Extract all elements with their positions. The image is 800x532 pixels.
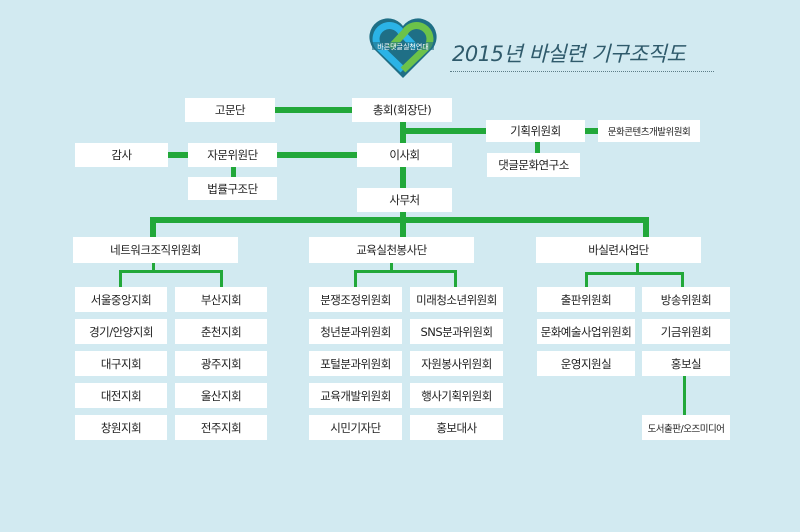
unit-box: 청년분과위원회 [309, 319, 402, 344]
connector [354, 270, 457, 273]
unit-box: 기금위원회 [642, 319, 730, 344]
unit-box: 경기/안양지회 [75, 319, 167, 344]
division-network: 네트워크조직위원회 [73, 237, 238, 263]
unit-box: 미래청소년위원회 [410, 287, 503, 312]
unit-box: 전주지회 [175, 415, 267, 440]
connector [406, 128, 486, 134]
connector [152, 263, 155, 272]
connector [454, 270, 457, 287]
unit-box: 방송위원회 [642, 287, 730, 312]
box-secretariat: 사무처 [357, 188, 452, 212]
unit-box: 대구지회 [75, 351, 167, 376]
unit-box-publishing: 도서출판/오즈미디어 [642, 415, 730, 440]
unit-box: 창원지회 [75, 415, 167, 440]
unit-box: 운영지원실 [537, 351, 635, 376]
connector [119, 270, 223, 273]
connector [683, 375, 686, 415]
unit-box: 광주지회 [175, 351, 267, 376]
box-general-assembly: 총회(회장단) [352, 98, 452, 122]
unit-box: 분쟁조정위원회 [309, 287, 402, 312]
unit-box: 자원봉사위원회 [410, 351, 503, 376]
unit-box: 울산지회 [175, 383, 267, 408]
connector [585, 128, 598, 134]
box-board: 이사회 [357, 143, 452, 167]
connector [275, 107, 353, 113]
connector [220, 270, 223, 287]
unit-box: 부산지회 [175, 287, 267, 312]
box-audit: 감사 [75, 143, 168, 167]
title-divider [450, 71, 714, 72]
box-advisors: 고문단 [185, 98, 275, 122]
connector [636, 263, 639, 273]
connector [119, 270, 122, 287]
connector [585, 272, 588, 287]
connector [354, 270, 357, 287]
unit-box: 대전지회 [75, 383, 167, 408]
unit-box: 홍보대사 [410, 415, 503, 440]
box-content-committee: 문화콘텐츠개발위원회 [598, 120, 700, 142]
unit-box: 출판위원회 [537, 287, 635, 312]
box-institute: 댓글문화연구소 [487, 153, 580, 177]
connector [400, 167, 406, 188]
connector [390, 263, 393, 272]
unit-box: 행사기획위원회 [410, 383, 503, 408]
unit-box: SNS분과위원회 [410, 319, 503, 344]
unit-box: 춘천지회 [175, 319, 267, 344]
connector [400, 122, 406, 144]
logo-heart-icon: 바른댓글실천연대 [369, 18, 437, 78]
unit-box: 교육개발위원회 [309, 383, 402, 408]
unit-box: 포털분과위원회 [309, 351, 402, 376]
connector [585, 272, 684, 275]
svg-text:바른댓글실천연대: 바른댓글실천연대 [377, 42, 429, 51]
connector [150, 217, 156, 237]
box-legal: 법률구조단 [188, 177, 277, 200]
unit-box: 서울중앙지회 [75, 287, 167, 312]
connector [231, 167, 236, 177]
connector [643, 217, 649, 237]
page-title: 2015년 바실련 기구조직도 [452, 42, 686, 66]
unit-box: 홍보실 [642, 351, 730, 376]
connector [535, 142, 540, 153]
unit-box: 시민기자단 [309, 415, 402, 440]
connector [681, 272, 684, 287]
box-consult: 자문위원단 [188, 143, 277, 167]
connector [400, 217, 406, 237]
connector [277, 152, 357, 158]
division-education: 교육실천봉사단 [309, 237, 474, 263]
connector [168, 152, 188, 158]
division-business: 바실련사업단 [536, 237, 701, 263]
box-planning-committee: 기획위원회 [486, 120, 585, 142]
connector [150, 217, 649, 223]
unit-box: 문화예술사업위원회 [537, 319, 635, 344]
